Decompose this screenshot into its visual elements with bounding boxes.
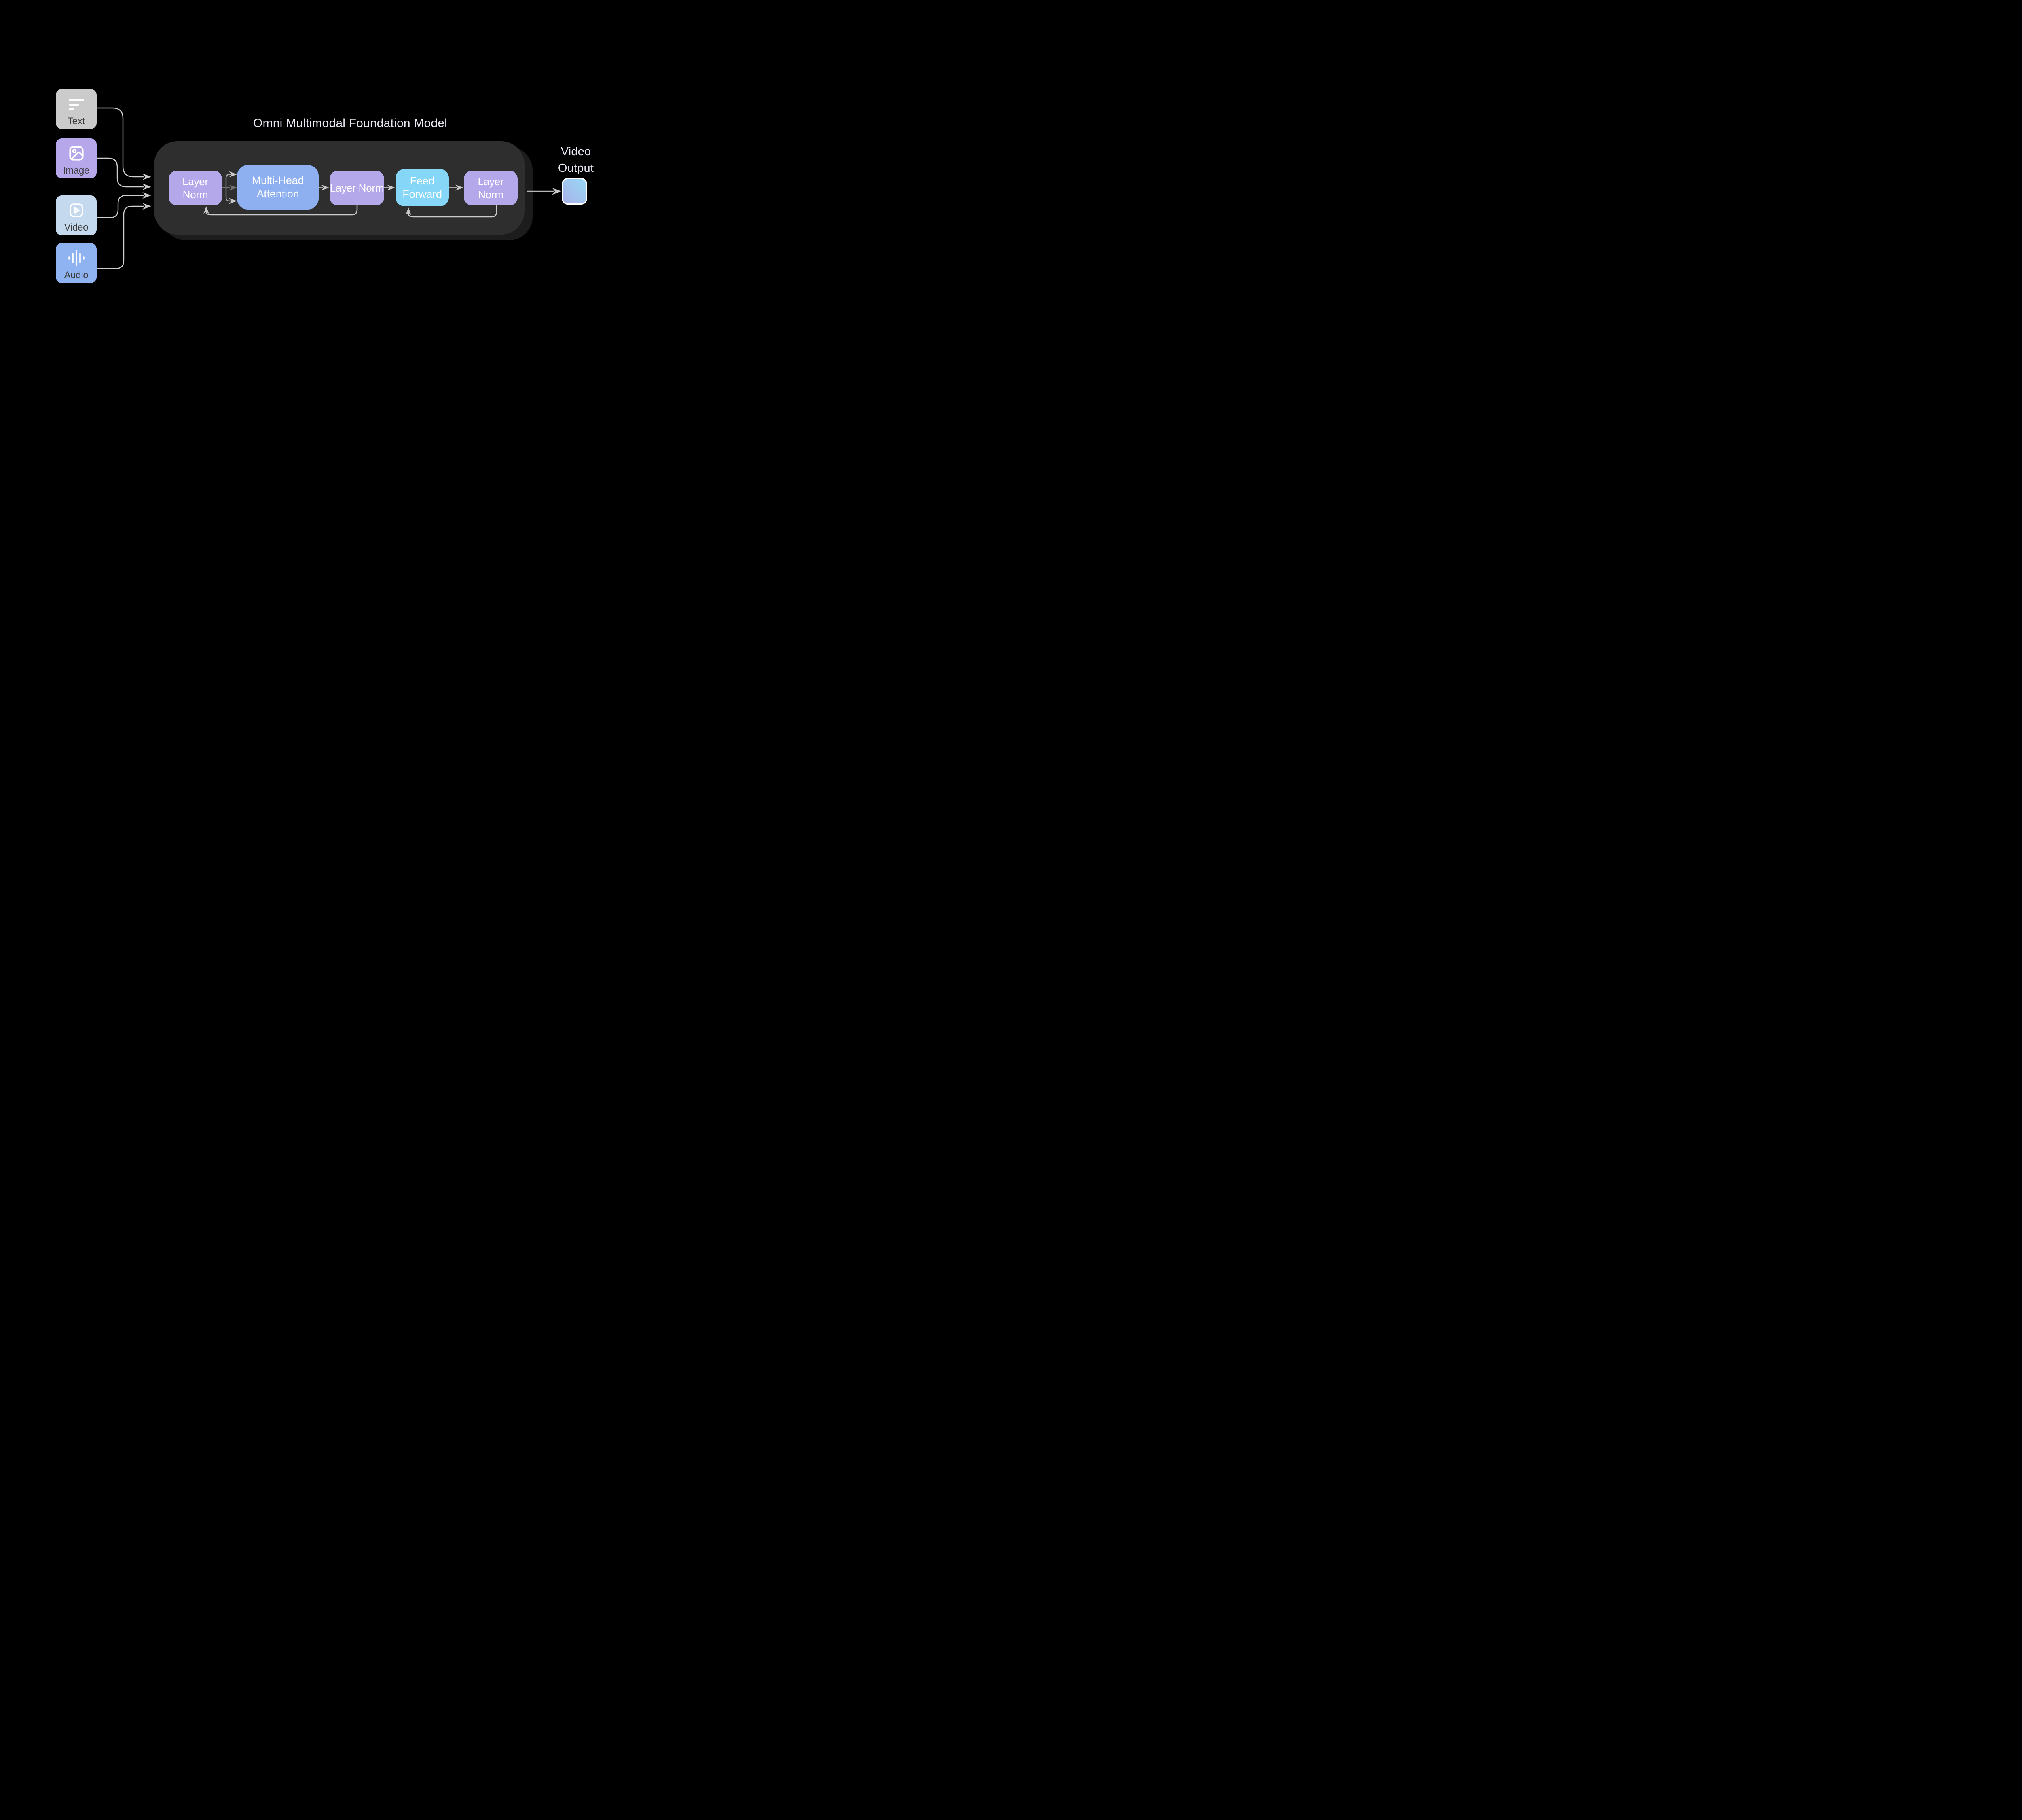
- output-label: Video Output: [558, 145, 594, 175]
- residual-connector-1: [205, 205, 358, 216]
- audio-connector-line: [97, 205, 144, 269]
- input-label: Text: [68, 116, 85, 127]
- video-output-box: [562, 178, 587, 205]
- diagram-canvas: Omni Multimodal Foundation Model Text Im…: [0, 0, 635, 364]
- block-layer-norm-3: Layer Norm: [464, 171, 518, 205]
- residual-connector-2: [408, 205, 497, 218]
- input-label: Audio: [64, 270, 89, 281]
- audio-waveform-icon: [67, 245, 86, 271]
- input-label: Image: [63, 165, 90, 176]
- video-play-icon: [68, 198, 85, 223]
- input-label: Video: [64, 222, 89, 233]
- block-layer-norm-2: Layer Norm: [330, 171, 384, 205]
- input-box-image: Image: [56, 138, 97, 178]
- block-multi-head-attention: Multi-Head Attention: [237, 165, 319, 210]
- input-box-text: Text: [56, 89, 97, 129]
- text-connector-line: [97, 107, 144, 178]
- block-feed-forward: Feed Forward: [396, 169, 449, 206]
- block-layer-norm-1: Layer Norm: [169, 171, 222, 205]
- diagram-title: Omni Multimodal Foundation Model: [253, 116, 447, 130]
- video-connector-line: [97, 195, 144, 218]
- image-icon: [68, 141, 85, 166]
- connector-layer: [97, 107, 561, 269]
- input-box-video: Video: [56, 195, 97, 235]
- input-box-audio: Audio: [56, 243, 97, 283]
- text-lines-icon: [68, 91, 85, 116]
- image-connector-line: [97, 157, 144, 188]
